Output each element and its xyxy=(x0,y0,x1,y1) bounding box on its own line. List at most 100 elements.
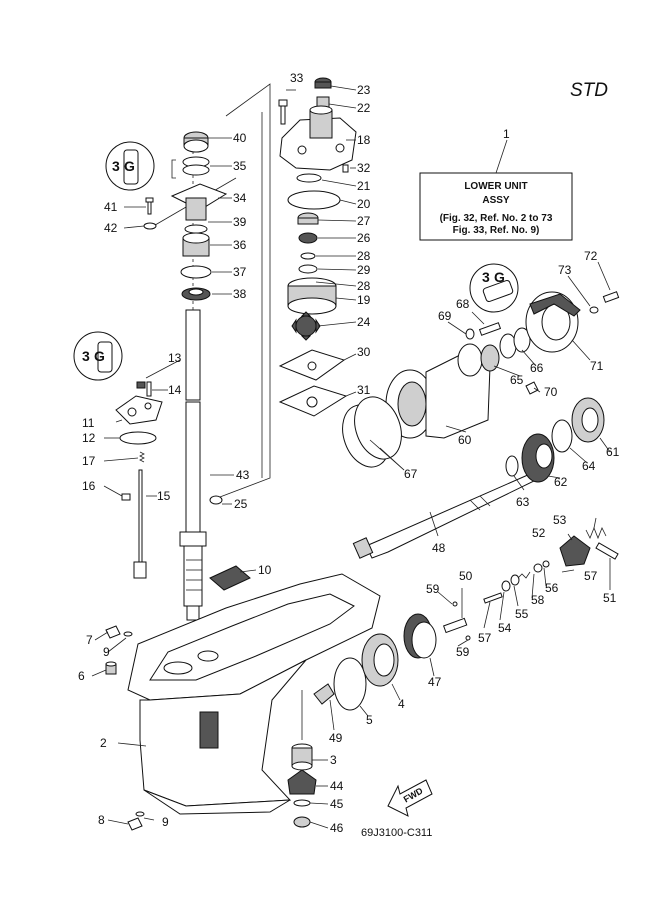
svg-text:3: 3 xyxy=(112,158,120,174)
callout-28-lower: 28 xyxy=(357,279,371,293)
callout-51: 51 xyxy=(603,591,617,605)
callout-72: 72 xyxy=(584,249,598,263)
variant-label: STD xyxy=(570,80,608,101)
drain-plugs xyxy=(105,625,145,831)
bearing-housing-60 xyxy=(385,343,491,439)
seals-65-66 xyxy=(480,327,531,372)
callout-15: 15 xyxy=(157,489,171,503)
callout-18: 18 xyxy=(357,133,371,147)
callout-43: 43 xyxy=(236,468,250,482)
callout-32: 32 xyxy=(357,161,371,175)
callout-70: 70 xyxy=(544,385,558,399)
callout-6: 6 xyxy=(78,669,85,683)
upper-bearing-stack xyxy=(170,131,228,301)
svg-text:G: G xyxy=(124,158,135,174)
callout-10: 10 xyxy=(258,563,272,577)
drive-shaft xyxy=(179,145,207,621)
callout-33: 33 xyxy=(290,71,304,85)
callout-24: 24 xyxy=(357,315,371,329)
callout-52: 52 xyxy=(532,526,546,540)
callout-57-lower: 57 xyxy=(478,631,492,645)
callout-5: 5 xyxy=(366,713,373,727)
dog-clutch-group xyxy=(559,526,619,567)
callout-11: 11 xyxy=(82,416,95,430)
callout-40: 40 xyxy=(233,131,247,145)
forward-gear-group xyxy=(333,613,437,711)
callout-37: 37 xyxy=(233,265,247,279)
shift-plunger-parts xyxy=(442,560,550,641)
callout-31: 31 xyxy=(357,383,371,397)
callout-12: 12 xyxy=(82,431,96,445)
lower-casing xyxy=(127,573,381,815)
callout-30: 30 xyxy=(357,345,371,359)
svg-text:G: G xyxy=(94,348,105,364)
info-line-3: (Fig. 32, Ref. No. 2 to 73 xyxy=(440,213,553,224)
callout-26: 26 xyxy=(357,231,371,245)
callout-1: 1 xyxy=(503,127,510,141)
callout-28-upper: 28 xyxy=(357,249,371,263)
callout-42: 42 xyxy=(104,221,118,235)
callout-46: 46 xyxy=(330,821,344,835)
callout-41: 41 xyxy=(104,200,118,214)
callout-16: 16 xyxy=(82,479,96,493)
callout-63: 63 xyxy=(516,495,530,509)
impeller xyxy=(291,311,321,341)
callout-8: 8 xyxy=(98,813,105,827)
callout-2: 2 xyxy=(100,736,107,750)
seal-detail-inset: 3 G xyxy=(105,141,176,191)
callout-67: 67 xyxy=(404,467,418,481)
seal-grease-inset: 3 G xyxy=(469,263,519,313)
callout-56: 56 xyxy=(545,581,559,595)
svg-text:G: G xyxy=(494,269,505,285)
callout-29: 29 xyxy=(357,263,371,277)
callout-55: 55 xyxy=(515,607,529,621)
callout-27: 27 xyxy=(357,214,371,228)
callout-49: 49 xyxy=(329,731,343,745)
forward-arrow: FWD xyxy=(387,779,433,817)
callout-71: 71 xyxy=(590,359,604,373)
callout-54: 54 xyxy=(498,621,512,635)
callout-57-upper: 57 xyxy=(584,569,598,583)
callout-65: 65 xyxy=(510,373,524,387)
callout-45: 45 xyxy=(330,797,344,811)
housing-bolts xyxy=(465,322,539,395)
anode-10 xyxy=(209,565,251,591)
callout-66: 66 xyxy=(530,361,544,375)
callout-59-lower: 59 xyxy=(456,645,470,659)
bearing-61 xyxy=(571,397,605,443)
callout-47: 47 xyxy=(428,675,442,689)
callout-61: 61 xyxy=(606,445,620,459)
callout-73: 73 xyxy=(558,263,572,277)
info-line-4: Fig. 33, Ref. No. 9) xyxy=(453,225,540,236)
callout-23: 23 xyxy=(357,83,371,97)
water-pump-assembly xyxy=(278,77,357,417)
callout-20: 20 xyxy=(357,197,371,211)
leader-lines xyxy=(91,85,611,829)
callout-7: 7 xyxy=(86,633,93,647)
callout-53: 53 xyxy=(553,513,567,527)
callout-9-lower: 9 xyxy=(162,815,169,829)
shift-rod-assembly xyxy=(115,381,163,579)
callout-25: 25 xyxy=(234,497,248,511)
callout-17: 17 xyxy=(82,454,96,468)
callout-68: 68 xyxy=(456,297,470,311)
reverse-gear-group xyxy=(505,419,573,483)
shift-rod-inset: 3 G xyxy=(73,331,123,381)
callout-48: 48 xyxy=(432,541,446,555)
callout-59-upper: 59 xyxy=(426,582,440,596)
drawing-code: 69J3100-C311 xyxy=(361,827,432,839)
callout-35: 35 xyxy=(233,159,247,173)
callout-3: 3 xyxy=(330,753,337,767)
callout-4: 4 xyxy=(398,697,405,711)
callout-58: 58 xyxy=(531,593,545,607)
callout-60: 60 xyxy=(458,433,472,447)
callout-19: 19 xyxy=(357,293,371,307)
callout-34: 34 xyxy=(233,191,247,205)
sleeve-49 xyxy=(313,683,335,705)
svg-text:3: 3 xyxy=(82,348,90,364)
callout-22: 22 xyxy=(357,101,371,115)
clip-25 xyxy=(209,495,223,505)
callout-69: 69 xyxy=(438,309,452,323)
callout-36: 36 xyxy=(233,238,247,252)
